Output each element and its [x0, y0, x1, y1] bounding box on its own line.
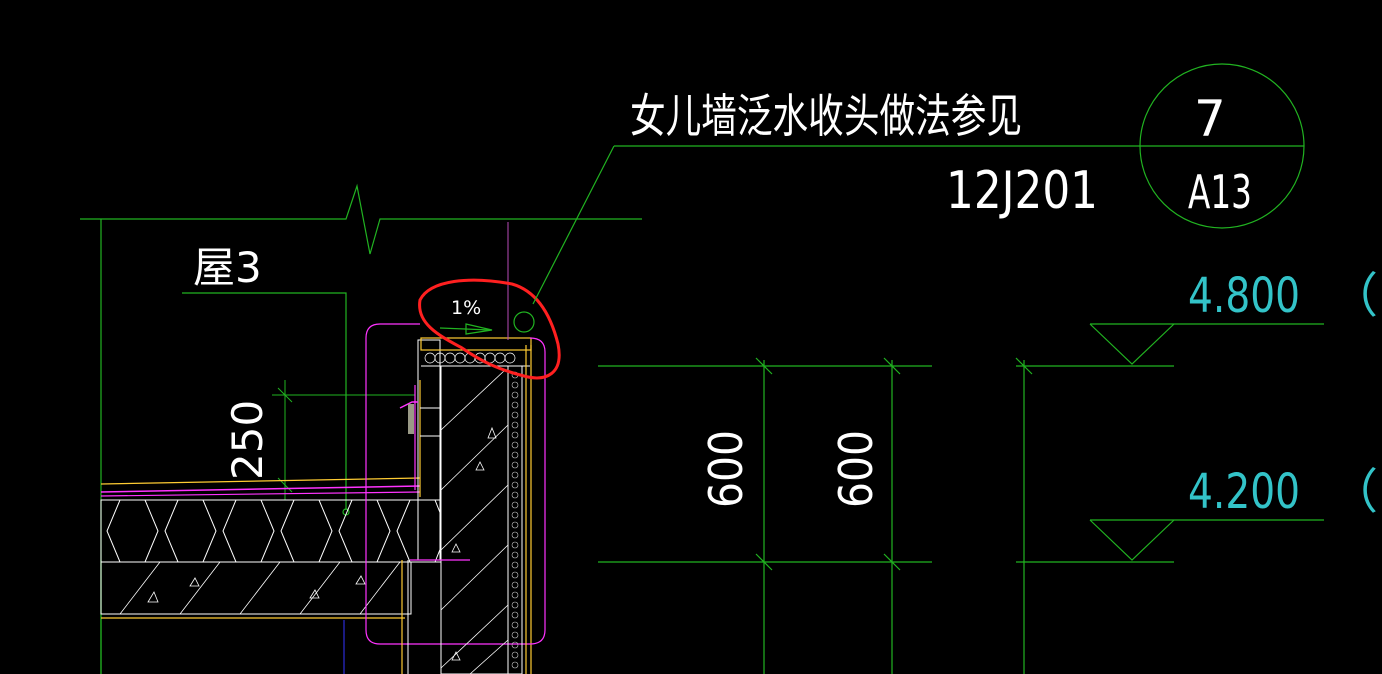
elevation-bottom-value: 4.200	[1188, 464, 1300, 520]
parapet-dimension	[272, 380, 415, 500]
callout-text: 女儿墙泛水收头做法参见	[630, 89, 1022, 143]
parapet-wall	[343, 323, 546, 674]
elevation-marker-top	[1089, 323, 1324, 365]
elevation-bottom-suffix: （	[1330, 464, 1378, 520]
detail-index-bottom: A13	[1188, 165, 1252, 219]
dim-level-2: 600	[829, 430, 883, 508]
elevation-top-value: 4.800	[1188, 268, 1300, 324]
callout-leader	[513, 145, 1304, 333]
detail-index-top: 7	[1194, 90, 1226, 148]
dim-level-1: 600	[699, 430, 753, 508]
atlas-code: 12J201	[946, 161, 1098, 221]
break-line	[80, 183, 642, 255]
elevation-top-suffix: （	[1330, 268, 1378, 324]
parapet-dimension-label: 250	[223, 400, 272, 480]
level-lines	[598, 357, 1174, 674]
detail-index-symbol	[1139, 63, 1305, 229]
markup-circle	[418, 278, 561, 380]
roof-slab	[100, 477, 442, 619]
elevation-marker-bottom	[1089, 519, 1324, 561]
slope-arrow	[439, 323, 493, 335]
slope-label: 1%	[451, 297, 481, 319]
roof-label: 屋3	[193, 243, 262, 292]
